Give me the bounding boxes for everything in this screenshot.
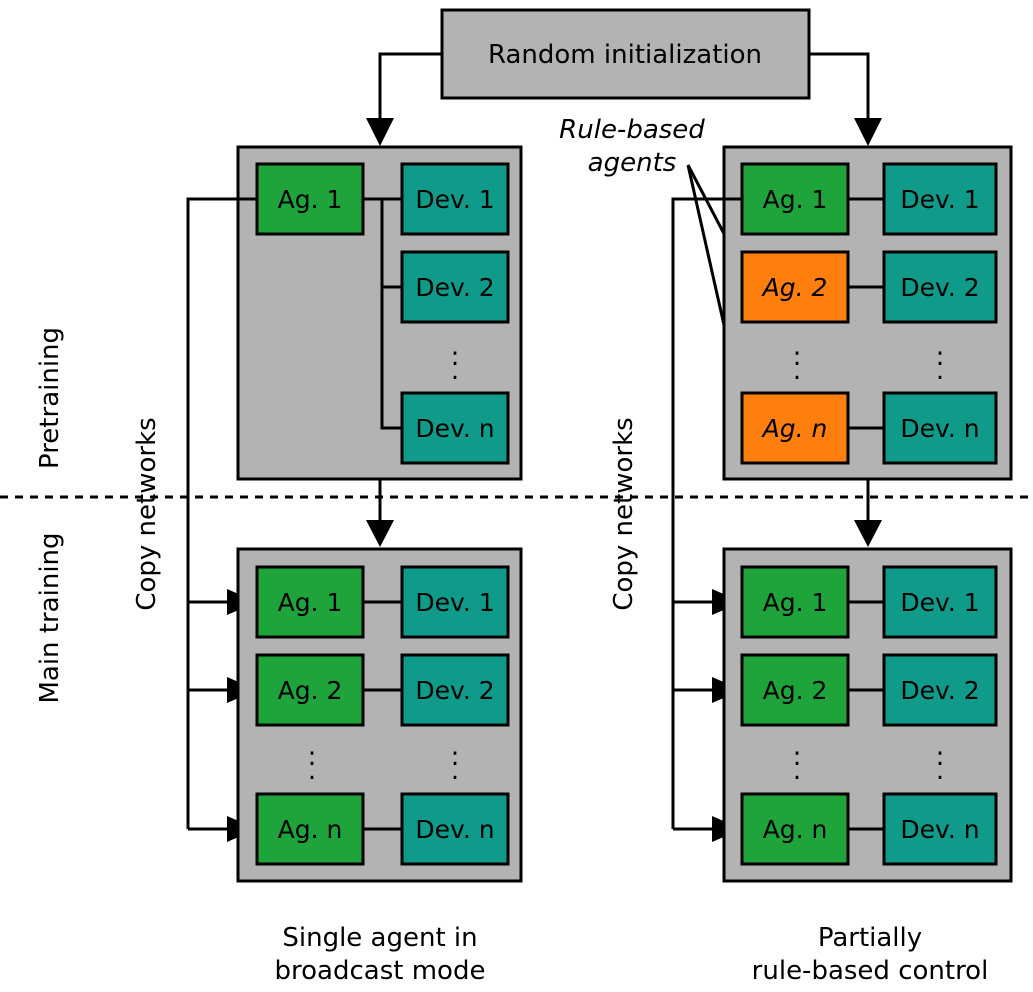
device-label: Dev. 2	[415, 273, 494, 302]
agent-label: Ag. n	[763, 815, 828, 844]
rule-agent-label: Ag. n	[761, 414, 828, 443]
arrow-head-init-right	[854, 118, 882, 146]
device-label: Dev. n	[415, 414, 494, 443]
device-box: Dev. 2	[400, 250, 510, 324]
agent-label: Ag. 1	[278, 588, 343, 617]
device-label: Dev. n	[900, 414, 979, 443]
pretraining-label: Pretraining	[35, 327, 65, 469]
device-label: Dev. 1	[900, 185, 979, 214]
rule-agent-box: Ag. 2	[740, 250, 850, 324]
device-box: Dev. 2	[882, 653, 998, 727]
agent-label: Ag. 2	[278, 676, 343, 705]
ellipsis: .	[793, 756, 801, 786]
caption-left-line1: Single agent in	[282, 923, 477, 953]
panel-right-main: Ag. 1 Ag. 2 : . Ag. n Dev. 1 Dev. 2 : . …	[722, 547, 1013, 883]
ellipsis: :	[451, 342, 460, 372]
agent-box: Ag. 2	[255, 653, 365, 727]
device-box: Dev. n	[400, 792, 510, 866]
ellipsis: .	[308, 756, 316, 786]
ellipsis: :	[936, 742, 945, 772]
caption-right-line2: rule-based control	[752, 956, 989, 986]
agent-label: Ag. 1	[763, 588, 828, 617]
agent-box: Ag. n	[740, 792, 850, 866]
ellipsis: :	[936, 342, 945, 372]
copy-networks-label-right: Copy networks	[609, 417, 639, 610]
rule-agent-label: Ag. 2	[761, 273, 828, 302]
copy-networks-label-left: Copy networks	[132, 417, 162, 610]
device-box: Dev. 2	[400, 653, 510, 727]
ellipsis: .	[451, 756, 459, 786]
device-box: Dev. 2	[882, 250, 998, 324]
device-box: Dev. 1	[400, 162, 510, 236]
agent-label: Ag. 1	[278, 185, 343, 214]
ellipsis: :	[308, 742, 317, 772]
device-label: Dev. 2	[415, 676, 494, 705]
device-label: Dev. 2	[900, 676, 979, 705]
random-init-node: Random initialization	[440, 8, 811, 100]
main-training-label: Main training	[35, 532, 65, 703]
ellipsis: .	[793, 356, 801, 386]
ellipsis: .	[451, 356, 459, 386]
agent-label: Ag. 1	[763, 185, 828, 214]
device-box: Dev. n	[882, 792, 998, 866]
arrow-head-init-left	[366, 118, 394, 146]
arrow-head-phase-right	[854, 520, 882, 547]
device-label: Dev. 1	[900, 588, 979, 617]
copy-lines-right	[671, 197, 742, 831]
device-box: Dev. n	[400, 391, 510, 465]
agent-label: Ag. n	[278, 815, 343, 844]
random-init-label: Random initialization	[488, 40, 762, 70]
device-label: Dev. 1	[415, 588, 494, 617]
panel-right-pretraining: Ag. 1 Ag. 2 : . Ag. n Dev. 1 Dev. 2 : . …	[722, 145, 1013, 481]
agent-label: Ag. 2	[763, 676, 828, 705]
agent-box: Ag. 1	[740, 565, 850, 639]
panel-left-main: Ag. 1 Ag. 2 : . Ag. n Dev. 1 Dev. 2 : . …	[236, 547, 523, 883]
panel-left-pretraining: Ag. 1 Dev. 1 Dev. 2 : . Dev. n	[236, 145, 523, 481]
device-box: Dev. 1	[882, 565, 998, 639]
agent-box: Ag. 2	[740, 653, 850, 727]
caption-left-line2: broadcast mode	[275, 956, 486, 986]
ellipsis: .	[936, 756, 944, 786]
ellipsis: :	[793, 742, 802, 772]
rule-agent-box: Ag. n	[740, 391, 850, 465]
device-box: Dev. 1	[882, 162, 998, 236]
rule-based-label-line1: Rule-based	[559, 115, 705, 145]
copy-lines-left	[186, 197, 257, 831]
device-label: Dev. 1	[415, 185, 494, 214]
arrow-head-phase-left	[366, 520, 394, 547]
agent-box: Ag. n	[255, 792, 365, 866]
agent-box: Ag. 1	[255, 565, 365, 639]
agent-box: Ag. 1	[740, 162, 850, 236]
device-label: Dev. 2	[900, 273, 979, 302]
ellipsis: :	[451, 742, 460, 772]
init-arrows	[378, 52, 870, 120]
device-box: Dev. n	[882, 391, 998, 465]
device-label: Dev. n	[900, 815, 979, 844]
device-label: Dev. n	[415, 815, 494, 844]
rule-based-label-line2: agents	[588, 148, 677, 178]
ellipsis: :	[793, 342, 802, 372]
caption-right-line1: Partially	[818, 923, 922, 953]
device-box: Dev. 1	[400, 565, 510, 639]
ellipsis: .	[936, 356, 944, 386]
agent-box: Ag. 1	[255, 162, 365, 236]
